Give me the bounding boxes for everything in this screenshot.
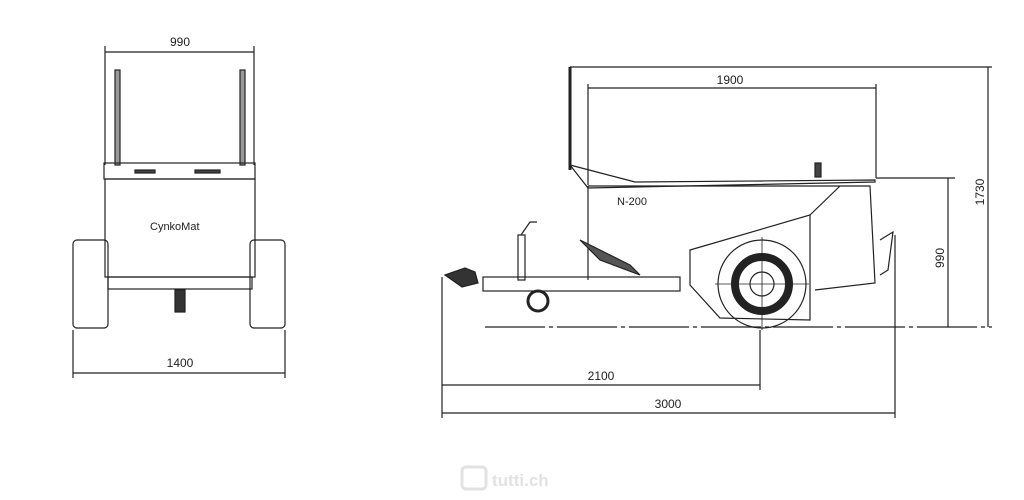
dimension-top-width: 990 — [104, 35, 255, 165]
dimension-axle-distance: 2100 — [442, 369, 760, 386]
left-wheel — [72, 239, 109, 329]
main-wheel — [715, 237, 809, 330]
dimension-hopper-length: 1900 — [587, 73, 877, 185]
left-post — [114, 69, 121, 166]
jockey-stand — [517, 234, 526, 281]
watermark-logo-icon — [460, 465, 488, 491]
dimension-total-height: 1730 — [973, 67, 989, 327]
top-bar — [103, 162, 256, 180]
right-wheel — [249, 239, 286, 329]
dim-label-1900: 1900 — [717, 73, 744, 87]
dimension-track-width: 1400 — [72, 330, 286, 378]
dim-label-3000: 3000 — [655, 397, 682, 411]
dim-label-990-front: 990 — [170, 35, 190, 49]
hopper-lid — [568, 163, 876, 189]
jockey-wheel — [526, 289, 550, 313]
dimension-total-length: 3000 — [442, 397, 895, 414]
rear-spreader — [879, 230, 894, 276]
chassis-drawbar — [482, 276, 681, 292]
dim-label-1400: 1400 — [167, 356, 194, 370]
front-view: 990 CynkoMat 1400 — [72, 35, 286, 378]
dimension-body-height: 990 — [876, 177, 955, 327]
watermark: tutti.ch — [460, 465, 549, 491]
hitch — [174, 289, 186, 313]
side-view: 1900 N-200 1730 990 — [441, 66, 992, 418]
watermark-text: tutti.ch — [492, 471, 549, 490]
brand-label: CynkoMat — [150, 221, 200, 233]
gearbox-linkage — [579, 239, 641, 276]
dim-label-2100: 2100 — [588, 369, 615, 383]
dim-label-1730: 1730 — [973, 178, 987, 205]
tow-coupling — [443, 267, 479, 288]
dim-label-990-side: 990 — [933, 248, 947, 268]
model-label: N-200 — [617, 196, 647, 208]
right-post — [239, 69, 246, 166]
hopper-body-side — [588, 185, 876, 321]
